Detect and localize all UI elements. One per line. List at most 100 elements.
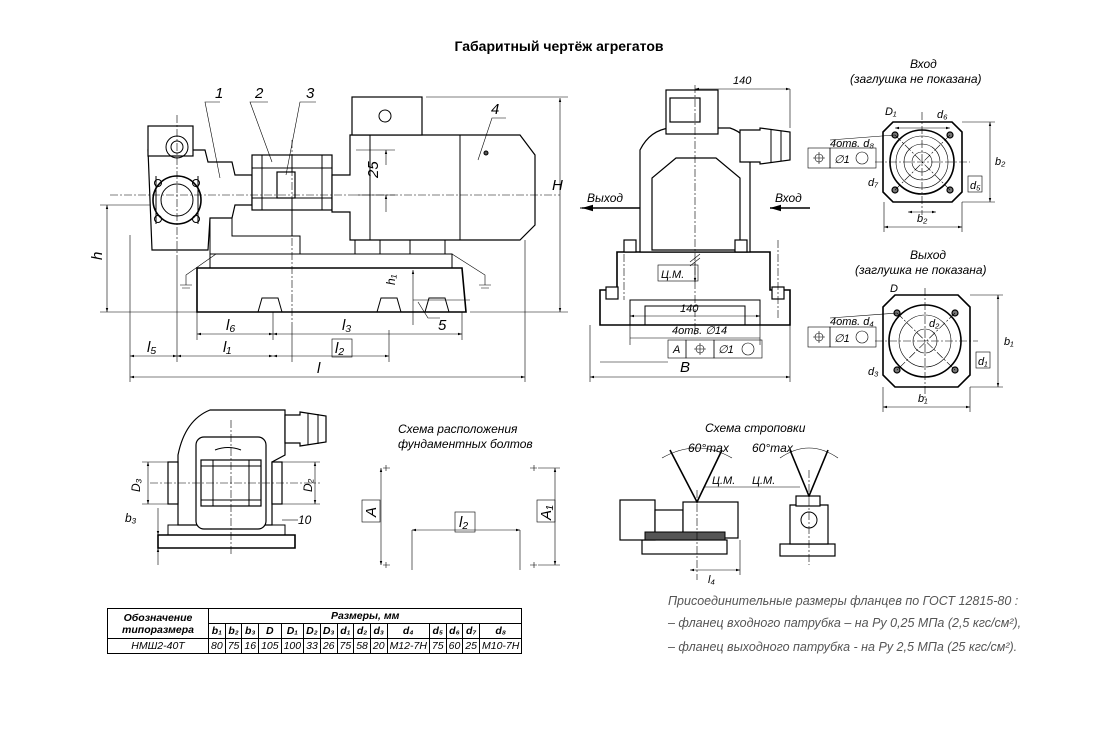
table-column-header: d₄ — [386, 623, 430, 639]
outlet-holes-label: 4отв. d₄ — [830, 316, 874, 328]
bolt-title-2: фундаментных болтов — [398, 437, 533, 451]
table-cell: 80 — [208, 638, 226, 654]
inlet-tol-label: ∅1 — [834, 154, 850, 166]
side-view-labels: 140 140 Ц.М. Выход Вход 4отв. ∅14 A ∅1 B — [587, 75, 802, 376]
outlet-tol-label: ∅1 — [834, 333, 850, 345]
sling-cm-1: Ц.М. — [712, 475, 735, 487]
table-column-header: D₁ — [280, 623, 305, 639]
dim-l-label: l — [317, 360, 321, 377]
sling-title: Схема строповки — [705, 421, 806, 435]
dim-l2-label: l₂ — [335, 340, 344, 357]
outlet-D-label: D — [890, 283, 898, 295]
table-cell: 105 — [258, 638, 282, 654]
side-view — [580, 85, 810, 382]
table-cell: 26 — [319, 638, 338, 654]
inlet-holes-label: 4отв. d₈ — [830, 138, 874, 150]
sling-l4-label: l₄ — [708, 574, 715, 586]
table-column-header: d₈ — [478, 623, 523, 639]
inlet-d7-label: d₇ — [868, 177, 879, 189]
outlet-d2-label: d₂ — [929, 318, 940, 330]
table-column-header: b₁ — [208, 623, 226, 639]
dim-H-label: H — [552, 177, 563, 194]
part-3-label: 3 — [306, 85, 315, 102]
dim-B-label: B — [680, 359, 690, 376]
note-line-3: – фланец выходного патрубка - на Ру 2,5 … — [668, 640, 1018, 654]
table-column-header: d₆ — [445, 623, 464, 639]
part-5-label: 5 — [438, 317, 447, 334]
table-row-name: НМШ2-40Т — [107, 638, 209, 654]
inlet-flange-labels: Вход (заглушка не показана) 4отв. d₈ ∅1 … — [830, 57, 1006, 225]
vyhod-arrow-label: Выход — [587, 191, 623, 205]
sling-cm-2: Ц.М. — [752, 475, 775, 487]
table-cell: 60 — [445, 638, 464, 654]
dim-l1-label: l₁ — [223, 339, 231, 356]
outlet-subtitle: (заглушка не показана) — [855, 263, 987, 277]
drawing-title: Габаритный чертёж агрегатов — [454, 38, 664, 54]
inlet-D1-label: D₁ — [885, 106, 897, 118]
table-column-header: b₃ — [241, 623, 260, 639]
table-cell: 16 — [241, 638, 260, 654]
dim-D3-label: D₃ — [129, 478, 143, 492]
dim-10-label: 10 — [298, 513, 312, 527]
bolt-scheme-labels: Схема расположения фундаментных болтов A… — [363, 422, 555, 531]
inlet-subtitle: (заглушка не показана) — [850, 72, 982, 86]
table-header-sizes: Размеры, мм — [207, 608, 523, 624]
table-column-header: D — [258, 623, 282, 639]
dim-b3-label: b₃ — [125, 511, 137, 525]
table-cell: 25 — [462, 638, 480, 654]
front-view-labels: 1 2 3 4 5 25 H h h₁ l₆ l₃ l₅ l₁ l₂ l — [89, 85, 563, 377]
table-cell: 20 — [369, 638, 388, 654]
bolt-l2-label: l₂ — [459, 514, 468, 531]
table-cell: М12-7Н — [386, 638, 430, 654]
table-column-header: D₃ — [319, 623, 338, 639]
table-column-header: d₅ — [428, 623, 447, 639]
table-cell: 75 — [428, 638, 447, 654]
outlet-b1-label: b₁ — [918, 393, 928, 405]
top-view — [142, 409, 327, 565]
inlet-title: Вход — [910, 57, 937, 71]
sling-angle-2: 60°max — [752, 441, 794, 455]
table-cell: 100 — [280, 638, 305, 654]
bolt-title-1: Схема расположения — [398, 422, 518, 436]
dim-D2-label: D₂ — [301, 478, 315, 492]
table-column-header: D₂ — [303, 623, 321, 639]
outlet-d3-label: d₃ — [868, 366, 879, 378]
table-column-header: b₂ — [224, 623, 243, 639]
part-1-label: 1 — [215, 85, 223, 102]
outlet-flange-labels: Выход (заглушка не показана) 4отв. d₄ ∅1… — [830, 248, 1014, 405]
vhod-arrow-label: Вход — [775, 191, 802, 205]
holes-dia-label: 4отв. ∅14 — [672, 325, 727, 337]
note-line-2: – фланец входного патрубка – на Ру 0,25 … — [668, 616, 1022, 630]
inlet-d6-label: d₆ — [937, 109, 948, 121]
sling-scheme — [619, 447, 839, 580]
bolt-A1-label: A₁ — [538, 505, 555, 521]
table-cell: 33 — [303, 638, 321, 654]
dim-h-label: h — [89, 252, 106, 260]
table-column-header: d₂ — [353, 623, 371, 639]
inlet-b2-label: b₂ — [917, 213, 928, 225]
table-header-name: Обозначение типоразмера — [107, 608, 209, 639]
dim-25-label: 25 — [365, 161, 382, 179]
outlet-b1-side-label: b₁ — [1004, 336, 1014, 348]
dim-140-top-label: 140 — [733, 75, 752, 87]
table-cell: 58 — [353, 638, 371, 654]
dim-140-bottom-label: 140 — [680, 303, 699, 315]
top-view-labels: D₃ D₂ b₃ 10 — [125, 478, 315, 527]
table-column-header: d₁ — [336, 623, 355, 639]
table-cell: 75 — [224, 638, 243, 654]
inlet-b2-side-label: b₂ — [995, 156, 1006, 168]
note-line-1: Присоединительные размеры фланцев по ГОС… — [668, 594, 1019, 608]
bolt-scheme — [361, 465, 560, 570]
sling-scheme-labels: Схема строповки 60°max 60°max Ц.М. Ц.М. … — [688, 421, 806, 586]
table-cell: М10-7Н — [478, 638, 523, 654]
dim-l6-label: l₆ — [226, 317, 235, 334]
dim-l5-label: l₅ — [147, 339, 156, 356]
cm-label: Ц.М. — [661, 269, 684, 281]
front-view — [100, 96, 568, 382]
dim-l3-label: l₃ — [342, 317, 351, 334]
outlet-title: Выход — [910, 248, 946, 262]
bolt-A-label: A — [363, 507, 380, 518]
inlet-flange — [807, 112, 995, 232]
